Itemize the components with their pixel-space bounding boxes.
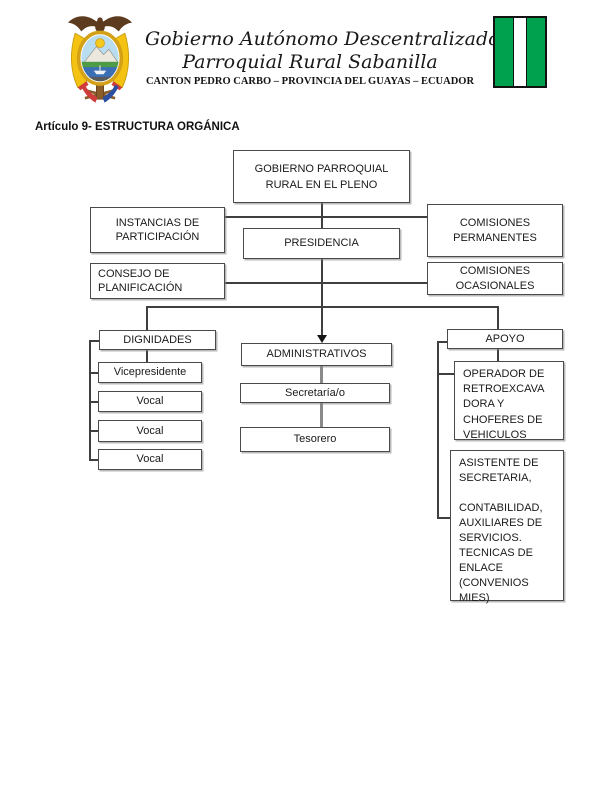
flag-green-stripe <box>527 18 545 86</box>
org-box-secretaria: Secretaría/o <box>240 383 390 403</box>
connector-line <box>437 341 439 518</box>
org-box-presidencia: PRESIDENCIA <box>243 228 400 259</box>
connector-line <box>320 366 323 383</box>
connector-line <box>89 340 91 461</box>
letterhead: Gobierno Autónomo Descentralizado Parroq… <box>145 28 500 88</box>
connector-line <box>146 306 148 330</box>
connector-line <box>89 372 98 374</box>
connector-line <box>437 517 450 519</box>
flag-green-stripe <box>495 18 513 86</box>
connector-line <box>89 340 99 342</box>
arrow-down-icon <box>317 335 327 343</box>
connector-line <box>437 341 447 343</box>
connector-line <box>321 203 323 228</box>
org-box-comisiones-permanentes: COMISIONES PERMANENTES <box>427 204 563 257</box>
org-box-vocal: Vocal <box>98 449 202 470</box>
org-box-operador-choferes: OPERADOR DE RETROEXCAVA DORA Y CHOFERES … <box>454 361 564 441</box>
connector-line <box>146 350 148 362</box>
org-box-instancias-participacion: INSTANCIAS DE PARTICIPACIÓN <box>90 207 225 253</box>
connector-line <box>321 259 323 335</box>
org-box-vocal: Vocal <box>98 420 202 442</box>
connector-line <box>225 282 427 284</box>
connector-line <box>320 403 323 427</box>
entity-subtitle: CANTON PEDRO CARBO – PROVINCIA DEL GUAYA… <box>145 76 475 87</box>
connector-line <box>89 430 98 432</box>
org-box-dignidades: DIGNIDADES <box>99 330 216 350</box>
connector-line <box>497 306 499 329</box>
sabanilla-flag <box>493 16 547 88</box>
connector-line <box>146 306 497 308</box>
org-box-vocal: Vocal <box>98 391 202 412</box>
connector-line <box>225 216 427 218</box>
section-title: Artículo 9- ESTRUCTURA ORGÁNICA <box>35 121 240 133</box>
org-box-comisiones-ocasionales: COMISIONES OCASIONALES <box>427 262 563 295</box>
connector-line <box>89 459 98 461</box>
org-box-administrativos: ADMINISTRATIVOS <box>241 343 392 366</box>
connector-line <box>89 401 98 403</box>
ecuador-coat-of-arms-icon <box>68 16 132 103</box>
flag-white-stripe <box>512 18 528 86</box>
org-box-asistente-auxiliares: ASISTENTE DE SECRETARIA, CONTABILIDAD, A… <box>450 450 564 604</box>
connector-line <box>437 373 454 375</box>
org-box-gobierno-parroquial-pleno: GOBIERNO PARROQUIAL RURAL EN EL PLENO <box>233 150 410 203</box>
org-box-apoyo: APOYO <box>447 329 563 349</box>
entity-title-line2: Parroquial Rural Sabanilla <box>182 51 438 73</box>
connector-line <box>497 349 499 361</box>
entity-title-line1: Gobierno Autónomo Descentralizado <box>145 28 500 50</box>
org-box-consejo-planificacion: CONSEJO DE PLANIFICACIÓN <box>90 263 225 299</box>
org-box-vicepresidente: Vicepresidente <box>98 362 202 383</box>
org-box-tesorero: Tesorero <box>240 427 390 452</box>
